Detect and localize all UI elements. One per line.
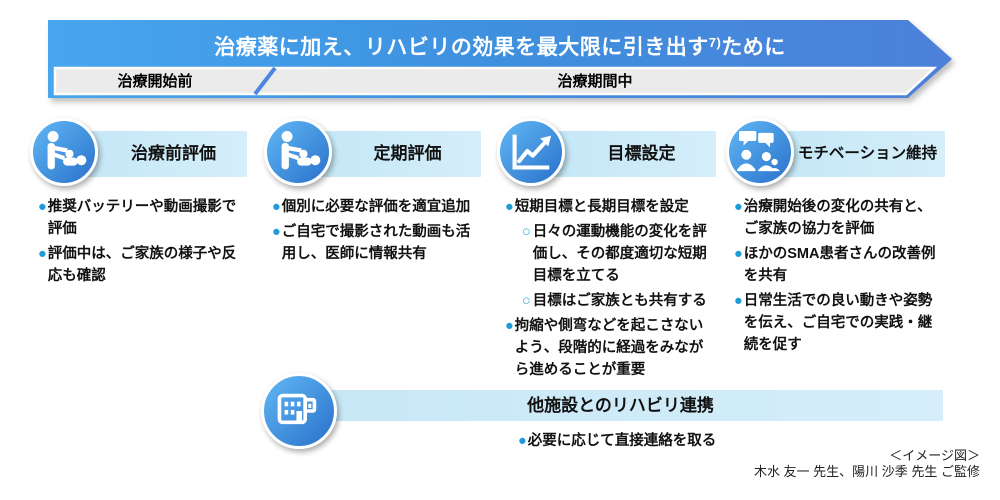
caregiver-baby-icon — [264, 118, 332, 186]
facility-building-icon — [261, 373, 337, 449]
footer-credit: ＜イメージ図＞ 木水 友一 先生、陽川 沙季 先生 ご監修 — [754, 448, 980, 480]
bullet-dot-icon — [38, 243, 47, 287]
bullet-dot-icon — [734, 243, 743, 287]
list-item: 日常生活での良い動きや姿勢を伝え、ご自宅での実践・継続を促す — [734, 290, 945, 356]
list-item: 個別に必要な評価を適宜追加 — [272, 196, 481, 218]
list-item: 拘縮や側弯などを起こさないよう、段階的に経過をみながら進めることが重要 — [505, 315, 716, 381]
bullet-dot-icon — [505, 315, 514, 381]
phase-during-label: 治療期間中 — [557, 73, 633, 90]
column-title: 治療前評価 — [64, 131, 247, 177]
bottom-row-title: 他施設とのリハビリ連携 — [298, 390, 943, 421]
bullet-list: 治療開始後の変化の共有と、ご家族の協力を評価 ほかのSMA患者さんの改善例を共有… — [734, 196, 945, 359]
banner-arrow — [48, 20, 952, 98]
sub-bullet-ring-icon — [522, 290, 531, 312]
bullet-dot-icon — [734, 290, 743, 356]
sub-bullet-ring-icon — [522, 221, 531, 287]
banner-title-main: 治療薬に加え、リハビリの効果を最大限に引き出す — [214, 36, 709, 59]
column-motivation-maintenance: モチベーション維持 治療開始後の変化の共有と、ご家族の協力を評価 ほかのSMA患… — [726, 118, 945, 383]
column-goal-setting: 目標設定 短期目標と長期目標を設定 日々の運動機能の変化を評価し、その都度適切な… — [497, 118, 716, 383]
bullet-dot-icon — [734, 196, 743, 240]
column-pretreatment-evaluation: 治療前評価 推奨バッテリーや動画撮影で評価 評価中は、ご家族の様子や反応も確認 — [30, 118, 247, 383]
bullet-dot-icon — [38, 196, 47, 240]
footer-image-note: ＜イメージ図＞ — [889, 448, 980, 463]
bullet-dot-icon — [272, 221, 281, 265]
banner-title-superscript: 7) — [708, 35, 722, 50]
banner-title: 治療薬に加え、リハビリの効果を最大限に引き出す7)ために — [120, 31, 880, 61]
column-periodic-evaluation: 定期評価 個別に必要な評価を適宜追加 ご自宅で撮影された動画も活用し、医師に情報… — [264, 118, 481, 383]
phase-before-label: 治療開始前 — [117, 73, 193, 90]
conversation-icon — [726, 118, 794, 186]
list-item: 短期目標と長期目標を設定 — [505, 196, 716, 218]
bullet-dot-icon — [518, 430, 527, 452]
bottom-row-bullet: 必要に応じて直接連絡を取る — [518, 430, 717, 452]
sub-list-item: 目標はご家族とも共有する — [522, 290, 716, 312]
list-item: ほかのSMA患者さんの改善例を共有 — [734, 243, 945, 287]
bullet-list: 短期目標と長期目標を設定 日々の運動機能の変化を評価し、その都度適切な短期目標を… — [505, 196, 716, 384]
phase-bar — [53, 66, 938, 96]
list-item: 評価中は、ご家族の様子や反応も確認 — [38, 243, 247, 287]
bullet-dot-icon — [505, 196, 514, 218]
phase-divider-slash-icon — [253, 66, 277, 96]
bullet-dot-icon — [272, 196, 281, 218]
footer-supervisors: 木水 友一 先生、陽川 沙季 先生 ご監修 — [753, 464, 980, 479]
list-item: ご自宅で撮影された動画も活用し、医師に情報共有 — [272, 221, 481, 265]
bullet-list: 個別に必要な評価を適宜追加 ご自宅で撮影された動画も活用し、医師に情報共有 — [272, 196, 481, 268]
banner-title-tail: ために — [721, 36, 786, 59]
sub-list-item: 日々の運動機能の変化を評価し、その都度適切な短期目標を立てる — [522, 221, 716, 287]
list-item: 推奨バッテリーや動画撮影で評価 — [38, 196, 247, 240]
bullet-list: 推奨バッテリーや動画撮影で評価 評価中は、ご家族の様子や反応も確認 — [38, 196, 247, 290]
caregiver-baby-icon — [30, 118, 98, 186]
list-item: 治療開始後の変化の共有と、ご家族の協力を評価 — [734, 196, 945, 240]
growth-chart-icon — [497, 118, 565, 186]
